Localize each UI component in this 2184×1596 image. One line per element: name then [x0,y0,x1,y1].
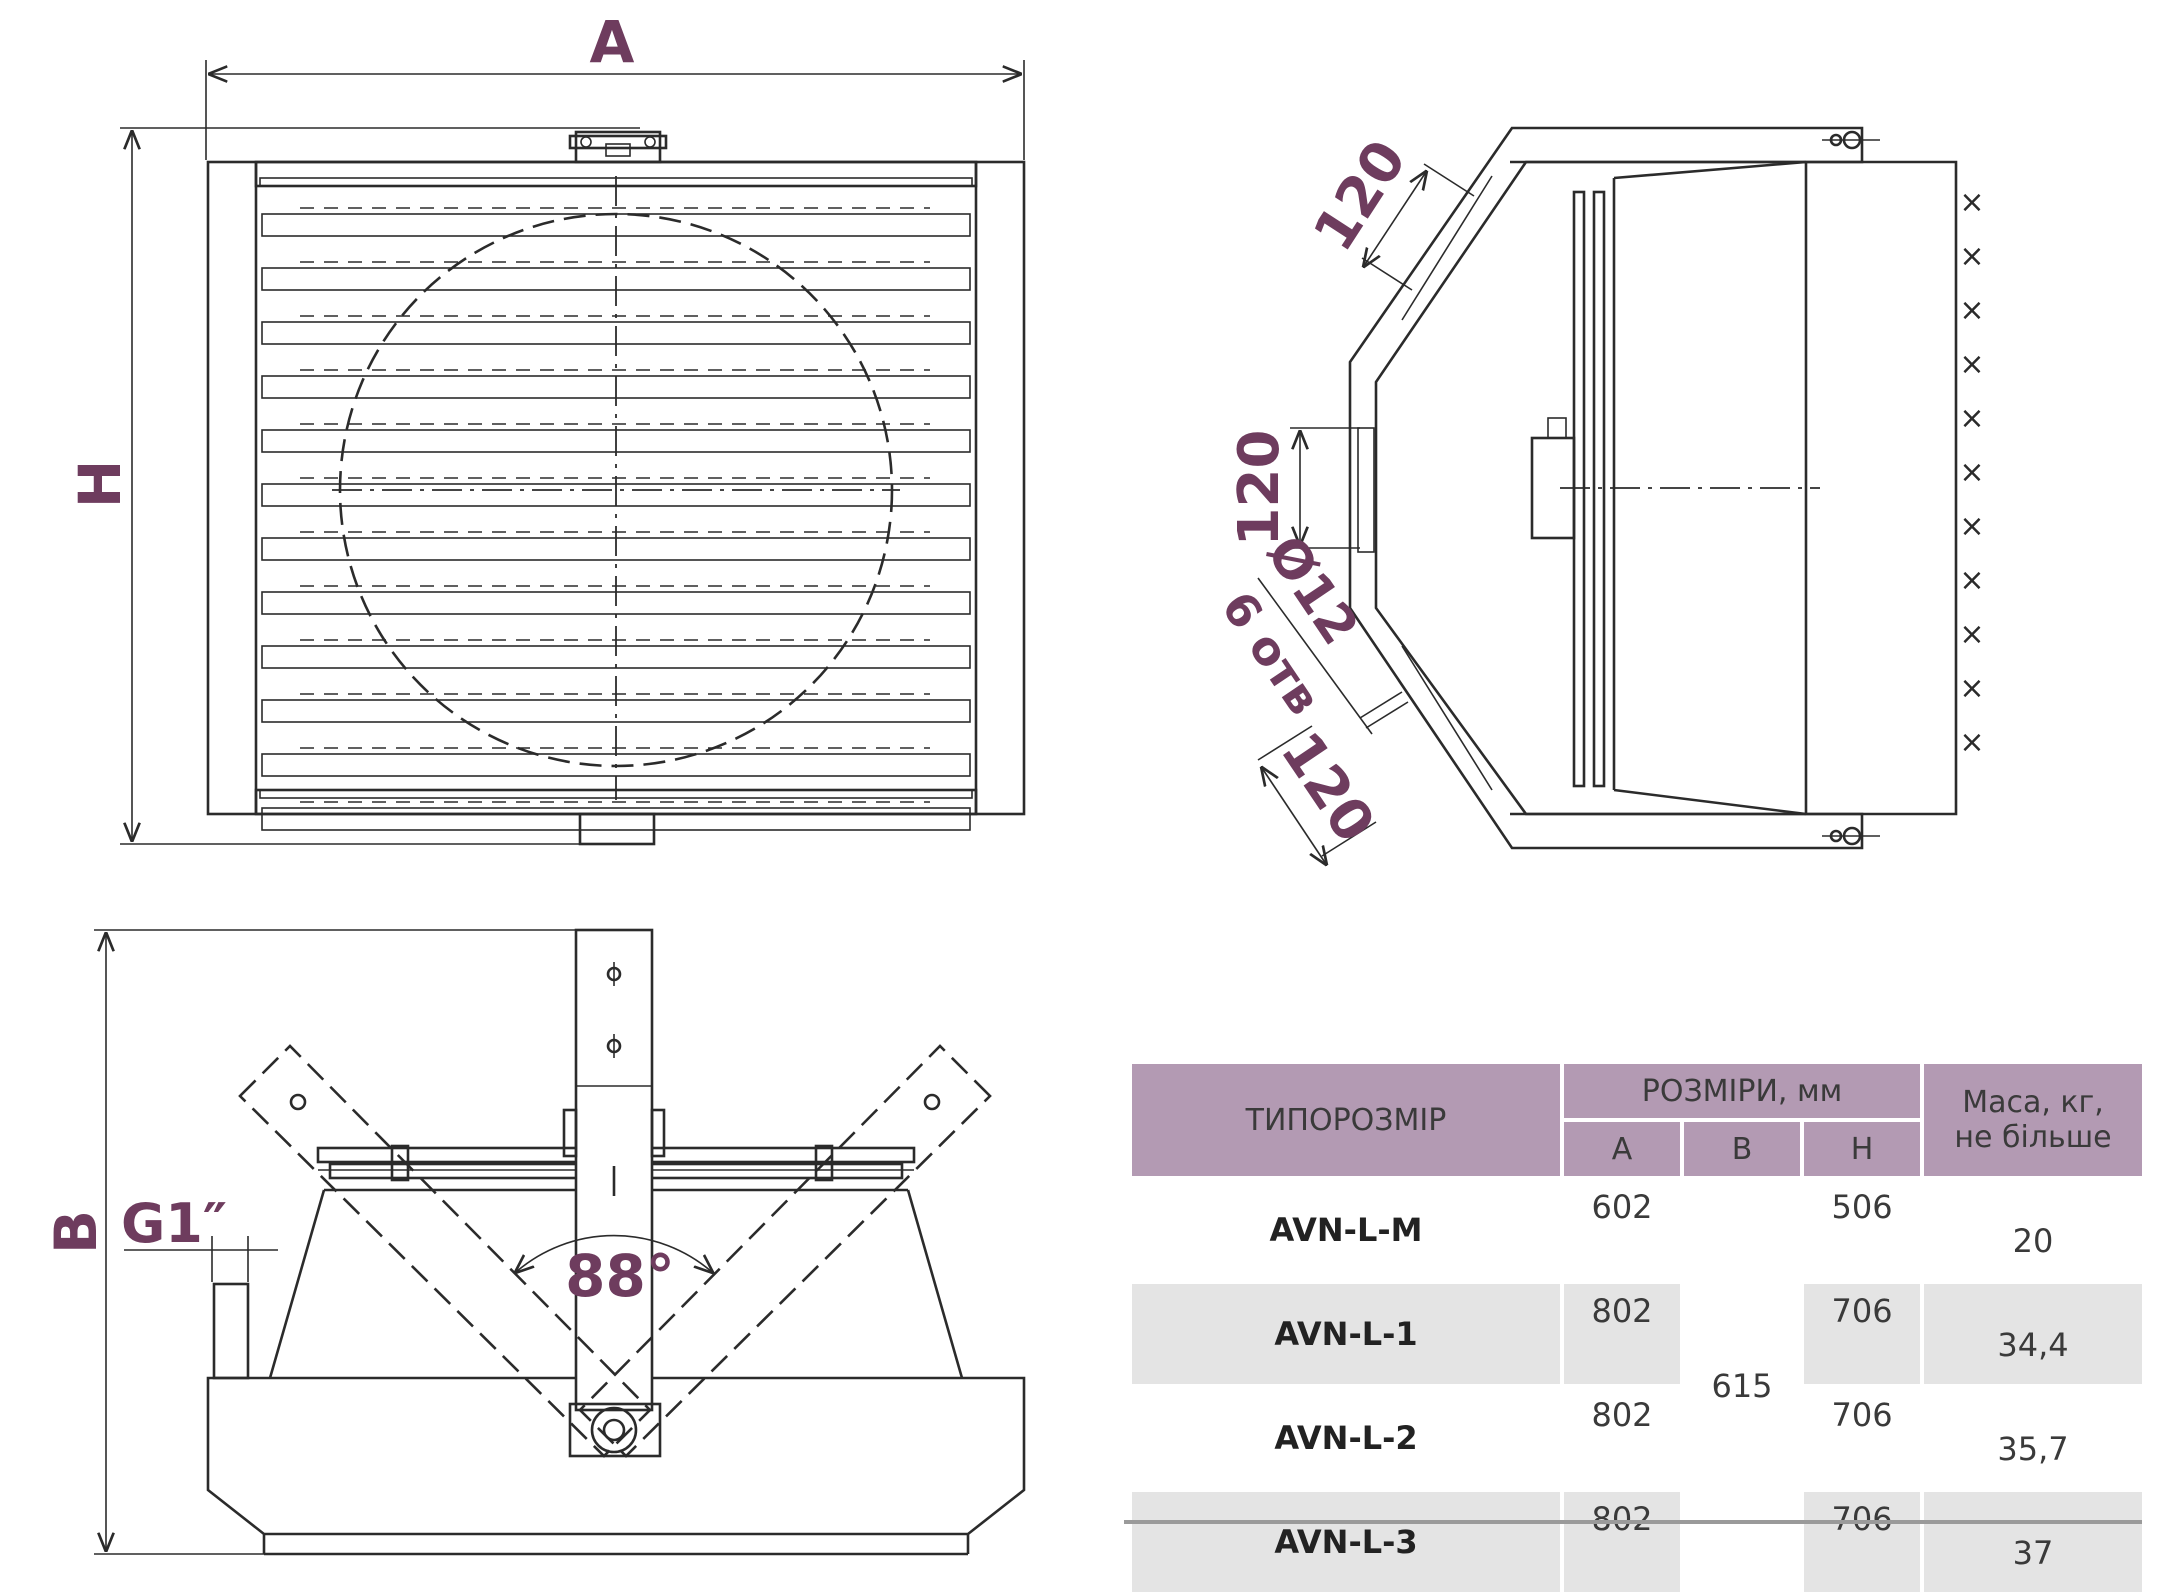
louver-blade [261,591,971,615]
side-view: ××××××××××× 120 120 Ø12 6 отв [1211,126,1985,864]
front-view: A H [66,8,1026,846]
louver-blades [261,207,971,831]
cross-mark: × [1959,401,1984,436]
louver-blade [261,321,971,345]
angle-label: 88° [565,1242,675,1310]
size-h-cell: 706 [1804,1284,1921,1384]
dimension-120-bottom-label: 120 [1268,721,1387,854]
dimension-120-mid-label: 120 [1227,430,1292,547]
dimension-b-label: B [42,1210,110,1254]
model-cell: AVN-L-3 [1132,1492,1560,1592]
mass-cell: 37 [1924,1492,2143,1592]
fastener-marks: × × × × × × × × × × × [1959,185,1984,760]
table-bottom-rule [1124,1520,2142,1524]
cross-mark: × [1959,563,1984,598]
header-h: H [1804,1122,1921,1176]
louver-blade [261,429,971,453]
cross-mark: × [1959,671,1984,706]
header-a: A [1564,1122,1680,1176]
louver-blade [261,213,971,237]
mass-cell: 35,7 [1997,1430,2069,1468]
size-h-cell: 706 [1804,1492,1921,1592]
size-a-cell: 802 [1564,1284,1680,1384]
size-h-cell: 706 [1831,1396,1893,1434]
model-cell: AVN-L-1 [1132,1284,1560,1384]
louver-blade [261,807,971,831]
dimension-h-label: H [66,460,134,509]
dimension-120-top-label: 120 [1301,129,1419,262]
louver-blade [261,537,971,561]
size-h-cell: 506 [1831,1188,1893,1226]
louver-blade [261,753,971,777]
cross-mark: × [1959,347,1984,382]
table-row: AVN-L-3 802 706 37 [1132,1492,2143,1592]
cross-mark: × [1959,725,1984,760]
specification-table: ТИПОРОЗМІР РОЗМІРИ, мм Маса, кг, не біль… [1128,1060,2146,1596]
top-view: B G1″ [42,928,1026,1556]
cross-mark: × [1959,185,1984,220]
dimension-a-label: A [590,8,635,76]
cross-mark: × [1959,509,1984,544]
header-mass-line1: Маса, кг, [1962,1085,2104,1120]
size-a-cell: 802 [1564,1492,1680,1592]
louver-blade [261,267,971,291]
thread-size-label: G1″ [121,1192,227,1255]
mass-cell: 20 [2012,1222,2054,1260]
header-model: ТИПОРОЗМІР [1132,1064,1560,1176]
mass-cell: 34,4 [1924,1284,2143,1384]
size-a-cell: 802 [1591,1396,1653,1434]
model-cell: AVN-L-2 [1274,1419,1418,1457]
header-mass-line2: не більше [1954,1120,2112,1155]
header-mass: Маса, кг, не більше [1924,1064,2143,1176]
size-b-cell: 615 [1684,1180,1800,1592]
louver-blade [261,699,971,723]
model-cell: AVN-L-M [1269,1211,1423,1249]
cross-mark: × [1959,293,1984,328]
cross-mark: × [1959,455,1984,490]
header-sizes: РОЗМІРИ, мм [1564,1064,1921,1118]
louver-blade [261,483,971,507]
table-row: AVN-L-1 802 706 34,4 [1132,1284,2143,1384]
cross-mark: × [1959,239,1984,274]
table-row: AVN-L-2 802 706 35,7 [1132,1388,2142,1488]
cross-mark: × [1959,617,1984,652]
header-b: B [1684,1122,1800,1176]
size-a-cell: 602 [1591,1188,1653,1226]
louver-blade [261,375,971,399]
louver-blade [261,645,971,669]
table-row: AVN-L-M 602 615 506 20 [1132,1180,2142,1592]
